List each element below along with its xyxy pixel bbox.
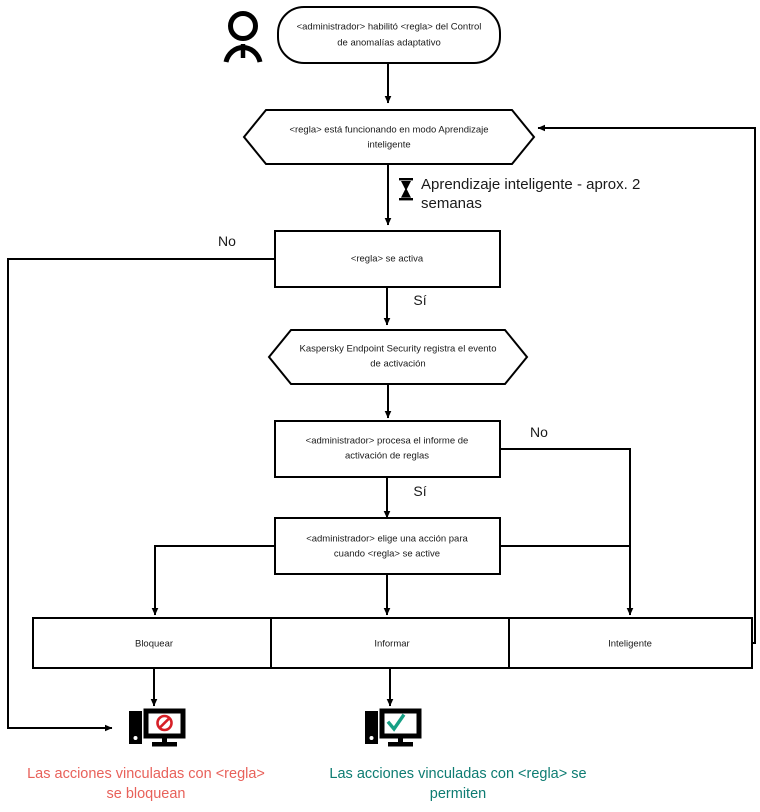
caption-allowed: Las acciones vinculadas con <regla> se p… <box>329 766 586 802</box>
node-action-smart[interactable]: Inteligente <box>508 617 753 669</box>
node-kes-line2: de activación <box>370 359 425 370</box>
edge-label-report-no: No <box>530 424 548 440</box>
node-learning-line2: inteligente <box>367 140 410 151</box>
computer-allowed-icon <box>365 708 422 747</box>
node-choose-line1: <administrador> elige una acción para <box>306 534 468 545</box>
note-line1: Aprendizaje inteligente - aprox. 2 <box>421 176 640 193</box>
node-choose-line2: cuando <regla> se active <box>334 549 440 560</box>
node-action-inform-label: Informar <box>374 639 409 650</box>
node-action-smart-label: Inteligente <box>608 639 652 650</box>
edge-report-no <box>500 448 634 616</box>
node-action-block[interactable]: Bloquear <box>32 617 277 669</box>
node-kes-line1: Kaspersky Endpoint Security registra el … <box>300 344 497 355</box>
caption-blocked-line2: se bloquean <box>106 786 185 802</box>
edge-label-trigger-yes: Sí <box>413 292 426 308</box>
node-report-line2: activación de reglas <box>345 451 429 462</box>
edge-choose-to-block <box>151 545 275 616</box>
node-kes-logs-event[interactable]: Kaspersky Endpoint Security registra el … <box>267 329 529 385</box>
node-start[interactable]: <administrador> habilitó <regla> del Con… <box>277 6 501 64</box>
edge-trigger-no <box>7 258 275 732</box>
node-trigger-line1: <regla> se activa <box>351 254 424 265</box>
node-admin-processes-report[interactable]: <administrador> procesa el informe de ac… <box>274 420 501 478</box>
learning-duration-note: Aprendizaje inteligente - aprox. 2 seman… <box>399 176 640 212</box>
caption-blocked: Las acciones vinculadas con <regla> se b… <box>27 766 265 802</box>
node-start-line1: <administrador> habilitó <regla> del Con… <box>297 22 482 33</box>
note-line2: semanas <box>421 195 482 212</box>
node-action-inform[interactable]: Informar <box>270 617 515 669</box>
computer-blocked-icon <box>129 708 186 747</box>
node-admin-chooses-action[interactable]: <administrador> elige una acción para cu… <box>274 517 501 575</box>
node-report-line1: <administrador> procesa el informe de <box>306 436 469 447</box>
caption-blocked-line1: Las acciones vinculadas con <regla> <box>27 766 265 782</box>
person-icon <box>223 11 263 63</box>
caption-allowed-line1: Las acciones vinculadas con <regla> se <box>329 766 586 782</box>
edge-smart-feedback-loop <box>537 124 756 644</box>
node-learning-line1: <regla> está funcionando en modo Aprendi… <box>289 125 488 136</box>
node-start-line2: de anomalías adaptativo <box>337 38 441 49</box>
node-rule-triggers[interactable]: <regla> se activa <box>274 230 501 288</box>
caption-allowed-line2: permiten <box>430 786 486 802</box>
edge-label-report-yes: Sí <box>413 483 426 499</box>
node-action-block-label: Bloquear <box>135 639 173 650</box>
node-learning-mode[interactable]: <regla> está funcionando en modo Aprendi… <box>242 109 536 165</box>
hourglass-icon <box>399 178 413 201</box>
edge-label-trigger-no: No <box>218 233 236 249</box>
